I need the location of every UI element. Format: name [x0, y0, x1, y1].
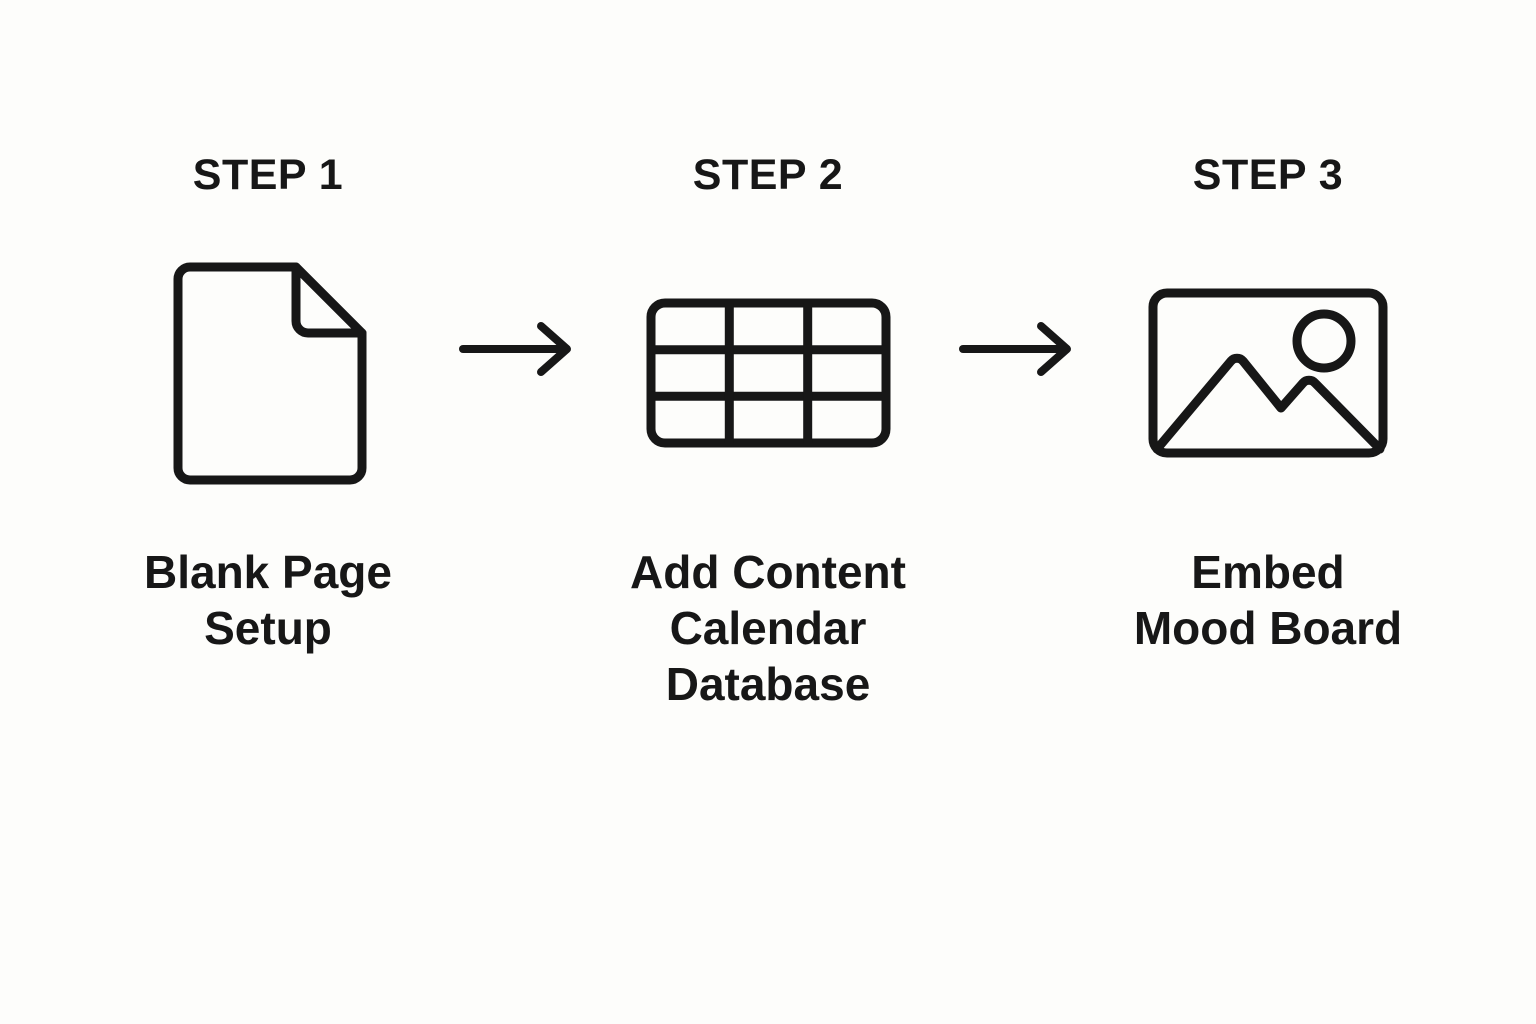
- step-2: STEP 2 Add Content Calendar Database: [578, 150, 958, 712]
- table-grid-icon: [646, 298, 890, 448]
- arrow-right-icon-1: [459, 322, 571, 376]
- step-1: STEP 1 Blank Page Setup: [78, 150, 458, 656]
- process-flow: STEP 1 Blank Page Setup STEP 2: [0, 150, 1536, 712]
- step-1-eyebrow: STEP 1: [192, 150, 344, 199]
- arrow-right-icon-2: [959, 322, 1071, 376]
- connector-1: [458, 200, 578, 498]
- step-3-eyebrow: STEP 3: [1192, 150, 1344, 199]
- document-page-icon: [173, 262, 367, 484]
- step-2-icon-wrap: [646, 248, 891, 498]
- step-2-label: Add Content Calendar Database: [630, 546, 906, 711]
- step-2-eyebrow: STEP 2: [692, 150, 844, 199]
- step-3-label: Embed Mood Board: [1133, 546, 1403, 655]
- step-3: STEP 3 Embed Mood Board: [1078, 150, 1458, 656]
- image-placeholder-icon: [1148, 288, 1388, 458]
- step-3-icon-wrap: [1148, 248, 1388, 498]
- step-1-label: Blank Page Setup: [144, 546, 392, 655]
- step-1-icon-wrap: [168, 248, 368, 498]
- connector-2: [958, 200, 1078, 498]
